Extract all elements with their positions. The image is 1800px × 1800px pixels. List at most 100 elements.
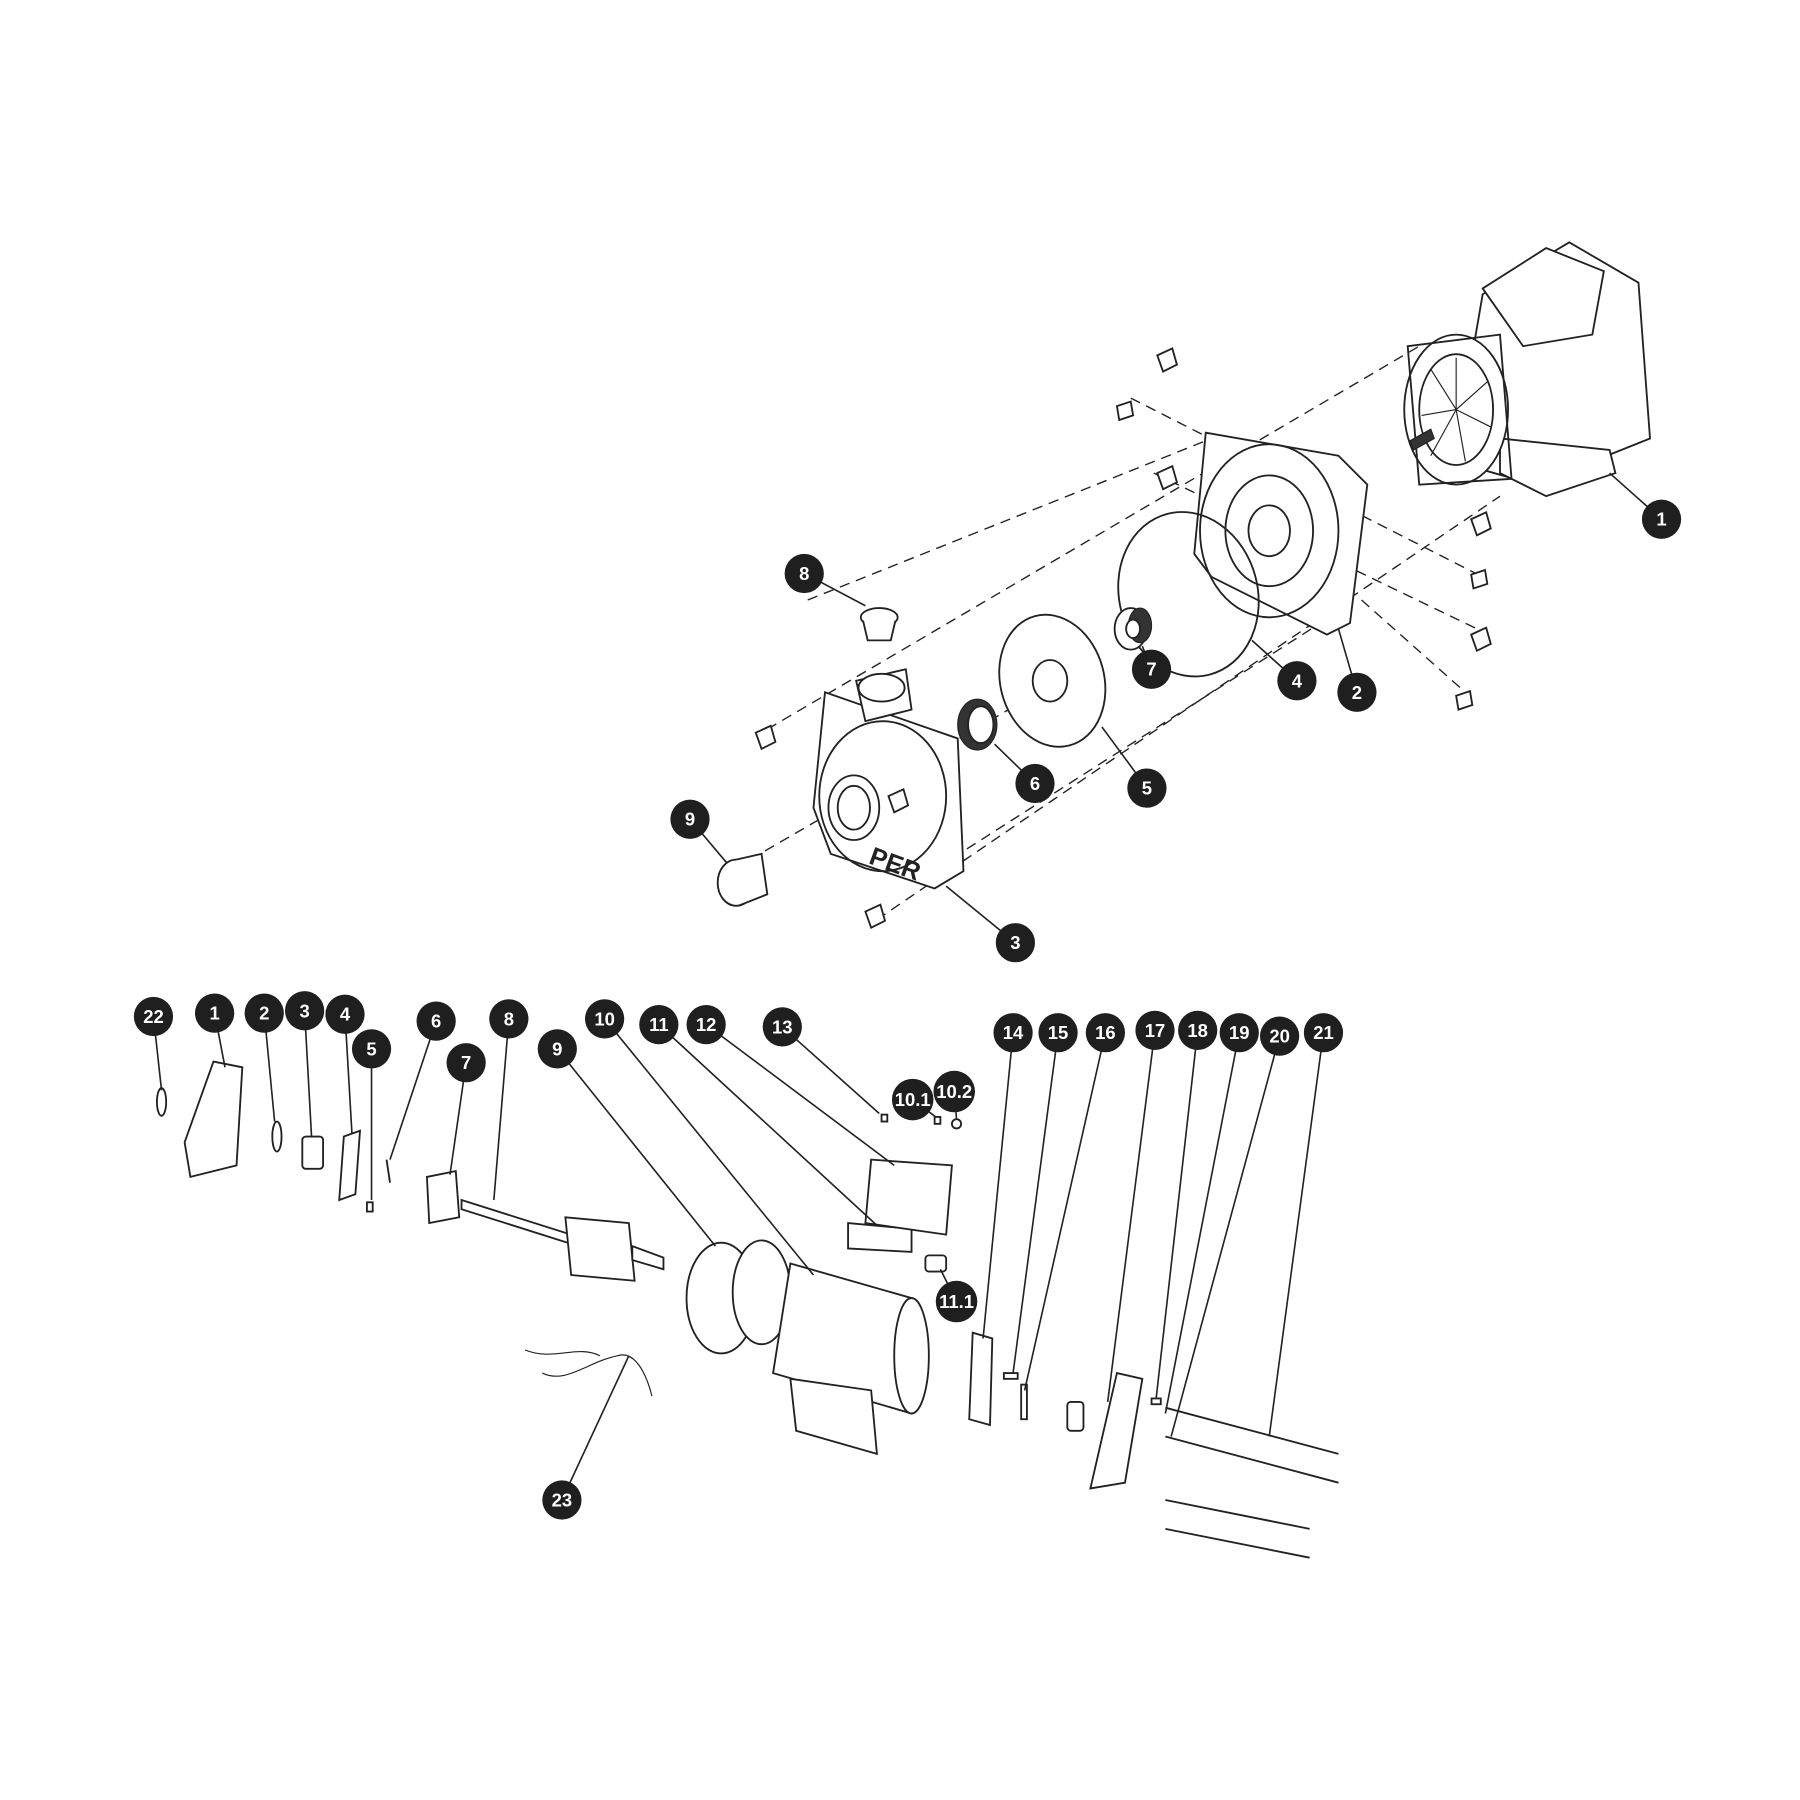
bottom-callout-19: 19 xyxy=(1219,1013,1259,1053)
top-callout-7: 7 xyxy=(1131,649,1172,689)
callout-number: 4 xyxy=(340,1004,351,1025)
bottom-callout-13: 13 xyxy=(762,1007,802,1047)
top-callout-9: 9 xyxy=(670,799,710,839)
callout-number: 6 xyxy=(1030,773,1040,794)
callout-number: 11.1 xyxy=(939,1291,974,1312)
motor xyxy=(1403,241,1651,498)
callout-bubble xyxy=(446,1043,486,1083)
callout-bubble xyxy=(1015,763,1055,804)
part-11-1 xyxy=(924,1254,948,1273)
callout-bubble xyxy=(133,996,174,1037)
bottom-leader-10 xyxy=(603,1018,815,1276)
callout-number: 9 xyxy=(552,1038,562,1059)
callout-bubble xyxy=(935,1280,978,1323)
callout-bubble xyxy=(686,1005,726,1045)
motor-housing-10 xyxy=(772,1262,930,1456)
bottom-leader-3 xyxy=(303,1010,313,1137)
bottom-leader-18 xyxy=(1155,1030,1199,1399)
seal-plate xyxy=(1193,431,1369,636)
callout-number: 1 xyxy=(209,1003,219,1024)
callout-bubble xyxy=(1260,1016,1300,1056)
part-15 xyxy=(1002,1372,1019,1380)
callout-bubble xyxy=(585,999,625,1039)
bolts xyxy=(754,347,1492,929)
impeller xyxy=(998,613,1107,748)
callout-bubble xyxy=(1135,1010,1175,1050)
bottom-callout-10.1: 10.1 xyxy=(891,1078,934,1121)
part-17 xyxy=(1066,1401,1085,1432)
bottom-leader-13 xyxy=(781,1026,880,1115)
top-callout-8: 8 xyxy=(784,553,824,594)
plug-top xyxy=(859,607,899,642)
rotor-shaft-8 xyxy=(460,1198,665,1282)
wire-23 xyxy=(524,1349,653,1397)
front-cover xyxy=(183,1060,244,1179)
bottom-callout-23: 23 xyxy=(542,1480,582,1520)
washer-10-2 xyxy=(950,1118,963,1130)
bottom-leader-16 xyxy=(1023,1032,1107,1391)
top-assembly: PER xyxy=(716,241,1651,929)
callout-bubble xyxy=(1337,672,1377,712)
callout-bubble xyxy=(537,1029,577,1069)
callout-bubble xyxy=(1085,1013,1125,1053)
bottom-callout-16: 16 xyxy=(1085,1013,1125,1053)
callout-bubble xyxy=(762,1007,802,1047)
bottom-leader-21 xyxy=(1268,1032,1325,1437)
top-callout-1: 1 xyxy=(1641,499,1682,539)
through-bolts-21 xyxy=(1165,1406,1339,1559)
callout-number: 10.1 xyxy=(895,1089,931,1110)
bottom-callout-2: 2 xyxy=(244,993,284,1033)
top-callout-6: 6 xyxy=(1015,763,1055,804)
callout-bubble xyxy=(1131,649,1172,689)
top-callout-4: 4 xyxy=(1277,661,1317,701)
callout-number: 2 xyxy=(1352,682,1362,703)
bottom-leader-9 xyxy=(556,1048,717,1247)
switch-14 xyxy=(968,1331,994,1427)
callout-number: 8 xyxy=(504,1008,514,1029)
callout-number: 10.2 xyxy=(936,1081,972,1102)
callout-bubble xyxy=(325,994,365,1034)
callout-number: 2 xyxy=(259,1003,269,1024)
bottom-callout-10.2: 10.2 xyxy=(933,1070,975,1113)
top-callout-2: 2 xyxy=(1337,672,1377,712)
callout-number: 23 xyxy=(552,1490,573,1511)
key-5 xyxy=(365,1201,374,1213)
bottom-callout-8: 8 xyxy=(489,999,529,1039)
bottom-callout-5: 5 xyxy=(351,1029,392,1069)
callout-bubble xyxy=(489,999,529,1039)
bottom-leader-14 xyxy=(982,1032,1014,1339)
top-callout-5: 5 xyxy=(1127,768,1167,808)
bottom-callout-3: 3 xyxy=(285,991,325,1031)
bottom-leader-15 xyxy=(1012,1032,1059,1374)
callout-bubble xyxy=(1219,1013,1259,1053)
screw-10-1 xyxy=(933,1115,942,1125)
callout-number: 16 xyxy=(1095,1022,1116,1043)
callout-number: 14 xyxy=(1003,1022,1024,1043)
callout-bubble xyxy=(1641,499,1682,539)
callout-bubble xyxy=(542,1480,582,1520)
callout-number: 19 xyxy=(1229,1022,1250,1043)
bottom-callout-4: 4 xyxy=(325,994,365,1034)
callout-number: 3 xyxy=(1010,932,1020,953)
callout-number: 9 xyxy=(685,809,695,830)
plate-4 xyxy=(338,1129,362,1202)
bottom-leader-11 xyxy=(658,1024,878,1226)
bottom-callout-10: 10 xyxy=(585,999,625,1039)
part-18 xyxy=(1150,1397,1162,1406)
callout-number: 22 xyxy=(143,1006,164,1027)
bottom-callout-6: 6 xyxy=(416,1001,456,1041)
plug-suction xyxy=(716,852,769,907)
callout-bubble xyxy=(670,799,710,839)
callout-bubble xyxy=(244,993,284,1033)
callout-number: 12 xyxy=(696,1014,717,1035)
bottom-callout-12: 12 xyxy=(686,1005,726,1045)
callout-bubble xyxy=(195,993,235,1033)
callout-number: 21 xyxy=(1313,1022,1334,1043)
bottom-callout-17: 17 xyxy=(1135,1010,1175,1050)
callout-bubble xyxy=(993,1013,1033,1053)
callout-bubble xyxy=(933,1070,975,1113)
callout-bubble xyxy=(1178,1010,1218,1050)
bottom-callout-9: 9 xyxy=(537,1029,577,1069)
